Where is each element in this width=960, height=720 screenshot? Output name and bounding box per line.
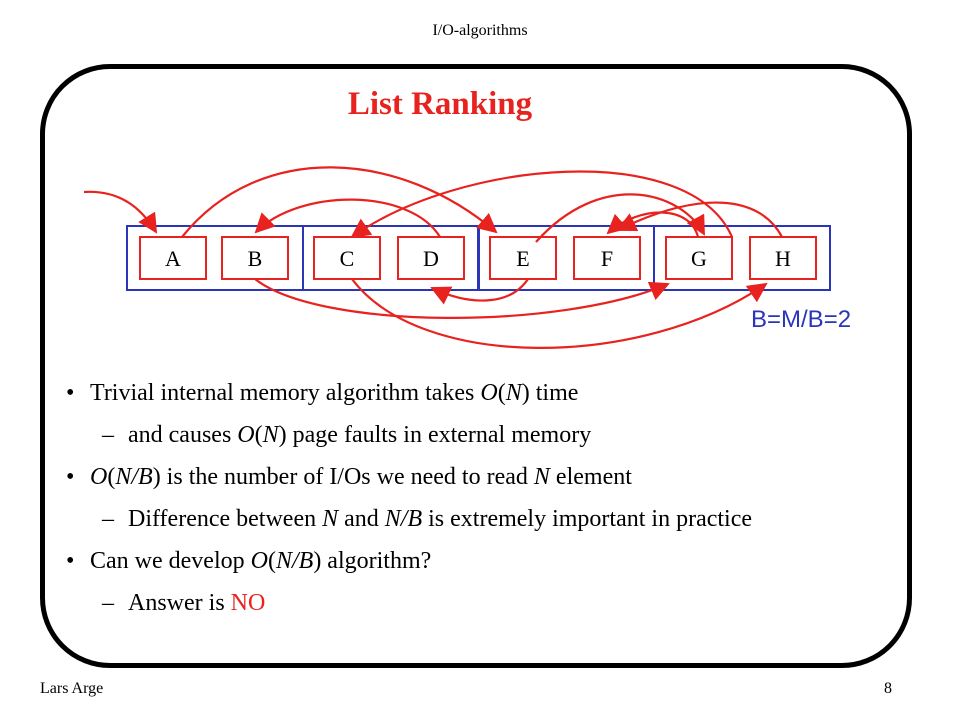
bullet-text: N xyxy=(322,506,339,532)
footer-page-number: 8 xyxy=(884,680,892,697)
list-element-h: H xyxy=(749,236,817,280)
slide-frame xyxy=(40,64,912,668)
bullet-text: ) time xyxy=(521,380,579,406)
slide-header: I/O-algorithms xyxy=(432,22,528,39)
bullet-text: N/B xyxy=(275,548,314,574)
bullet-text: element xyxy=(549,464,632,490)
list-element-g: G xyxy=(665,236,733,280)
svg-text:G: G xyxy=(691,246,707,271)
bullet-marker: – xyxy=(102,590,114,616)
bullet-text: O xyxy=(480,380,498,406)
bullet-text: ( xyxy=(107,464,116,490)
pointer-arrow xyxy=(351,278,768,349)
bullet-text: ( xyxy=(267,548,276,574)
list-element-f: F xyxy=(573,236,641,280)
list-element-a: A xyxy=(139,236,207,280)
svg-text:E: E xyxy=(516,246,529,271)
bullet-text: is extremely important in practice xyxy=(422,506,753,532)
bullet-text: ) page faults in external memory xyxy=(278,422,592,448)
bullet-text: O xyxy=(90,464,108,490)
pointer-arrow xyxy=(616,201,783,238)
bullet-text: N xyxy=(262,422,279,448)
bullet-text: ) algorithm? xyxy=(313,548,432,574)
list-element-d: D xyxy=(397,236,465,280)
sub-bullet-item: –Difference between N and N/B is extreme… xyxy=(102,506,752,533)
pointer-arrow xyxy=(181,166,498,238)
sub-bullet-item: –and causes O(N) page faults in external… xyxy=(102,422,591,449)
pointer-arrow xyxy=(254,198,441,238)
memory-block xyxy=(653,225,831,291)
bullet-text: and causes xyxy=(128,422,238,448)
list-element-e: E xyxy=(489,236,557,280)
svg-text:B: B xyxy=(248,246,263,271)
list-element-c: C xyxy=(313,236,381,280)
bullet-marker: – xyxy=(102,422,114,448)
bullet-text: O xyxy=(250,548,268,574)
bullet-text: Difference between xyxy=(128,506,323,532)
list-element-b: B xyxy=(221,236,289,280)
bullet-text: and xyxy=(338,506,385,532)
slide-title: List Ranking xyxy=(347,86,533,122)
bullet-item: • Can we develop O(N/B) algorithm? xyxy=(66,548,431,575)
bullet-item: • O(N/B) is the number of I/Os we need to… xyxy=(66,464,632,491)
bullet-text: ( xyxy=(497,380,506,406)
svg-text:F: F xyxy=(601,246,613,271)
sub-bullet-item: –Answer is NO xyxy=(102,590,265,617)
svg-text:H: H xyxy=(775,246,791,271)
pointer-arrow xyxy=(254,278,670,319)
bullet-text: O xyxy=(237,422,255,448)
bullet-text: N/B xyxy=(384,506,423,532)
bullet-marker: – xyxy=(102,506,114,532)
bullet-text: ) is the number of I/Os we need to read xyxy=(152,464,534,490)
footer-author: Lars Arge xyxy=(40,680,104,697)
bullet-marker: • xyxy=(66,380,75,406)
bullet-marker: • xyxy=(66,548,75,574)
bullet-marker: • xyxy=(66,464,75,490)
bullet-item: • Trivial internal memory algorithm takes… xyxy=(66,380,578,407)
bullet-text: N xyxy=(533,464,550,490)
bullet-text: Answer is xyxy=(128,590,231,616)
bullet-text: Can we develop xyxy=(90,548,251,574)
pointer-arrow xyxy=(83,190,158,234)
svg-text:C: C xyxy=(340,246,355,271)
svg-text:D: D xyxy=(423,246,439,271)
bullet-text: Trivial internal memory algorithm takes xyxy=(90,380,481,406)
bullet-text: ( xyxy=(254,422,263,448)
bullet-text: N xyxy=(505,380,522,406)
bullet-text: N/B xyxy=(115,464,153,490)
block-size-label: B=M/B=2 xyxy=(751,306,852,333)
bullet-text: NO xyxy=(230,590,266,616)
svg-text:A: A xyxy=(165,246,181,271)
pointer-arrow xyxy=(535,193,705,243)
pointer-arrow xyxy=(430,278,529,305)
